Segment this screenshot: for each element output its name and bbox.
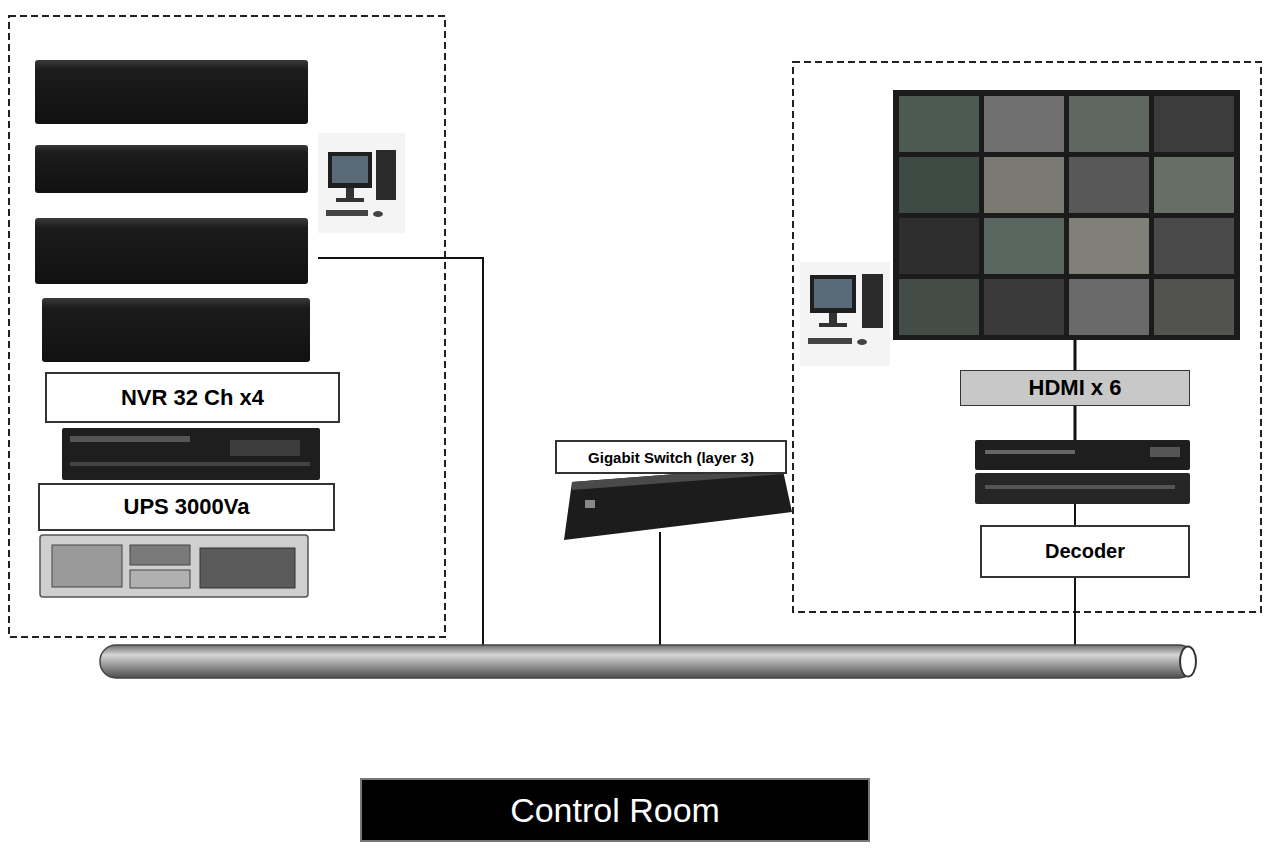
video-tile (984, 157, 1064, 213)
node-label: UPS 3000Va (124, 494, 250, 520)
node-label: NVR 32 Ch x4 (121, 385, 264, 411)
video-tile (1154, 218, 1234, 274)
video-tile (1069, 218, 1149, 274)
computer-tower (862, 274, 883, 328)
video-tile (899, 157, 979, 213)
ups-detail (130, 570, 190, 588)
node-label: Decoder (1045, 540, 1125, 563)
computer-tower (376, 150, 396, 200)
computer-monitor (328, 152, 372, 188)
nvr-unit (35, 218, 308, 284)
rack-detail (70, 436, 190, 442)
interface-box: HDMI x 6 (960, 370, 1190, 406)
computer-keyboard (808, 338, 852, 344)
network-wire (659, 532, 661, 648)
decoder-detail (985, 450, 1075, 454)
video-tile (1069, 279, 1149, 335)
computer-stand (336, 198, 364, 202)
rack-detail (230, 440, 300, 456)
computer-stand (819, 323, 847, 327)
computer-screen (814, 279, 852, 308)
video-wall (893, 90, 1240, 340)
node-label: Gigabit Switch (layer 3) (588, 449, 754, 466)
video-wire (1074, 340, 1077, 372)
nvr-unit (42, 298, 310, 362)
video-wire (1074, 503, 1076, 527)
group-outline (793, 62, 1261, 612)
computer-stand (829, 313, 837, 323)
nvr-unit (35, 60, 308, 124)
decoder-device (975, 473, 1190, 504)
rack-detail (70, 462, 310, 466)
computer-mouse (857, 339, 867, 345)
computer-keyboard (326, 210, 368, 216)
decoder-display (1150, 447, 1180, 457)
computer-background (318, 133, 405, 233)
video-tile (984, 96, 1064, 152)
network-wire (1074, 577, 1076, 648)
video-tile (1069, 157, 1149, 213)
device-label: UPS 3000Va (38, 483, 335, 531)
ups-detail (200, 548, 295, 588)
video-tile (984, 218, 1064, 274)
switch-led (585, 500, 595, 508)
group-outline (9, 16, 445, 637)
decoder-detail (985, 485, 1175, 489)
video-tile (1154, 96, 1234, 152)
video-tile (899, 279, 979, 335)
video-wire (1074, 404, 1077, 442)
computer-mouse (373, 211, 383, 217)
video-tile (984, 279, 1064, 335)
device-label: Decoder (980, 525, 1190, 578)
rack-unit (62, 428, 320, 480)
decoder-device (975, 440, 1190, 470)
computer-monitor (810, 275, 856, 313)
ups-unit (40, 535, 308, 597)
video-tile (899, 218, 979, 274)
nvr-unit (35, 145, 308, 193)
computer-screen (332, 156, 368, 183)
device-label: Gigabit Switch (layer 3) (555, 440, 787, 474)
computer-background (800, 262, 890, 366)
network-bus-end (1180, 647, 1196, 677)
ups-detail (52, 545, 122, 587)
video-tile (899, 96, 979, 152)
device-label: NVR 32 Ch x4 (45, 372, 340, 423)
node-label: Control Room (510, 791, 720, 830)
video-tile (1154, 279, 1234, 335)
network-bus (100, 645, 1195, 678)
video-tile (1069, 96, 1149, 152)
ups-detail (130, 545, 190, 565)
room-title-band: Control Room (360, 778, 870, 842)
video-tile (1154, 157, 1234, 213)
network-wire (318, 258, 483, 648)
switch-device (564, 466, 792, 540)
node-label: HDMI x 6 (1029, 375, 1122, 401)
computer-stand (346, 188, 354, 198)
